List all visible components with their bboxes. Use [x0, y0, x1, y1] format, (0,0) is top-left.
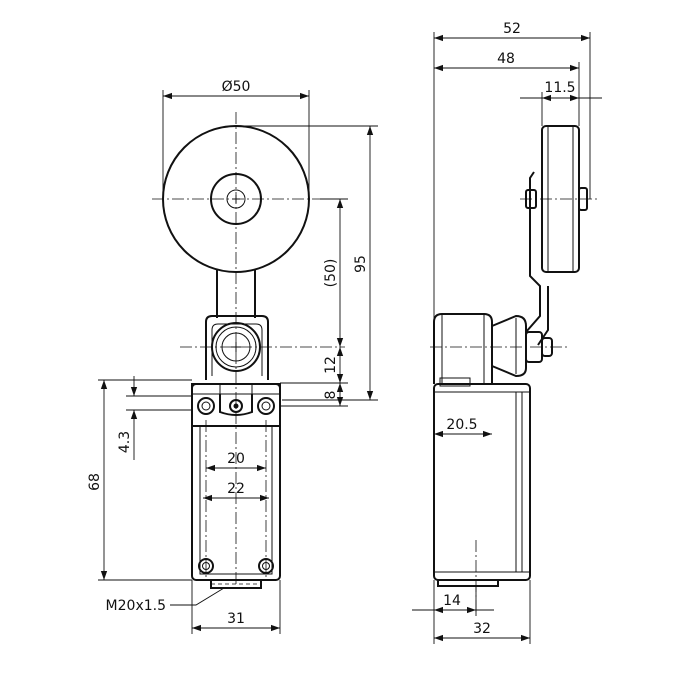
front-view — [152, 112, 345, 589]
dim-body-height: 68 — [87, 473, 103, 491]
dim-pivot-offset: 12 — [323, 356, 339, 374]
centre-screw — [229, 399, 243, 413]
dim-conduit-thread: M20x1.5 — [106, 598, 166, 614]
dim-body-depth: 32 — [473, 621, 491, 637]
side-view — [430, 125, 600, 612]
side-head — [433, 313, 493, 384]
dim-body-width: 31 — [227, 611, 245, 627]
lever-arm — [216, 270, 256, 318]
dim-body-inner-width: 22 — [227, 481, 245, 497]
actuator-head — [205, 315, 269, 380]
body-screw-left — [198, 558, 214, 574]
side-shaft-housing — [491, 314, 527, 378]
side-dimensions: 52 48 11.5 20.5 14 32 — [412, 21, 602, 644]
front-dimensions: Ø50 95 (50) 12 8 68 4.3 20 22 — [87, 79, 378, 634]
dim-roller-face-depth: 48 — [497, 51, 515, 67]
dim-overall-depth: 52 — [503, 21, 521, 37]
dim-roller-width: 11.5 — [544, 80, 575, 96]
side-lever — [525, 171, 549, 346]
dim-roller-diameter: Ø50 — [222, 79, 251, 95]
dim-head-depth: 20.5 — [446, 417, 477, 433]
dim-thread-offset: 14 — [443, 593, 461, 609]
dim-hole-pitch: 20 — [227, 451, 245, 467]
dim-mount-offset: 8 — [323, 391, 339, 400]
dim-total-height: 95 — [353, 255, 369, 273]
body-screw-right — [258, 558, 274, 574]
mounting-hole-right — [257, 397, 275, 415]
dim-hole-offset: 4.3 — [117, 431, 133, 453]
mounting-hole-left — [197, 397, 215, 415]
dim-lever-length: (50) — [323, 259, 339, 288]
